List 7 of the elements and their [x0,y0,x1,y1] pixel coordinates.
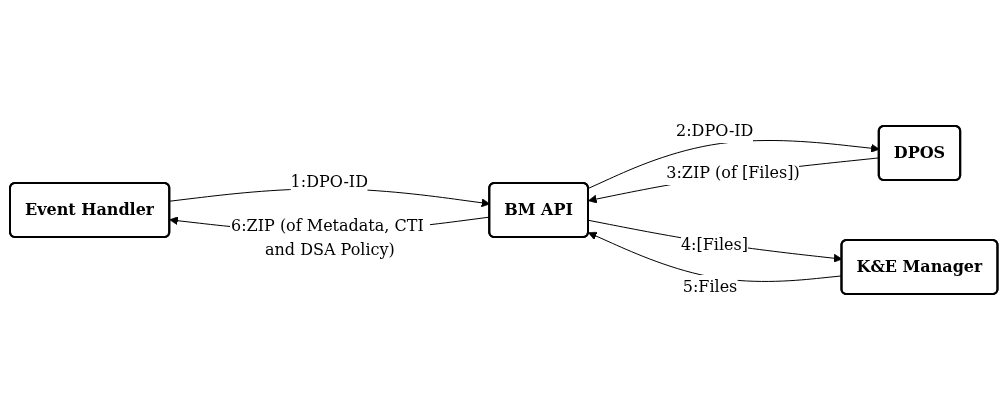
edge-label: 3:ZIP (of [Files]) [666,163,800,183]
arrow [588,140,880,189]
edge-label: 5:Files [682,276,738,296]
edge-label: 6:ZIP (of Metadata, CTI and DSA Policy) [231,215,424,259]
edge-label: 1:DPO-ID [290,172,369,192]
edge-label: 2:DPO-ID [676,121,754,141]
edge-label: 4:[Files] [681,234,749,254]
